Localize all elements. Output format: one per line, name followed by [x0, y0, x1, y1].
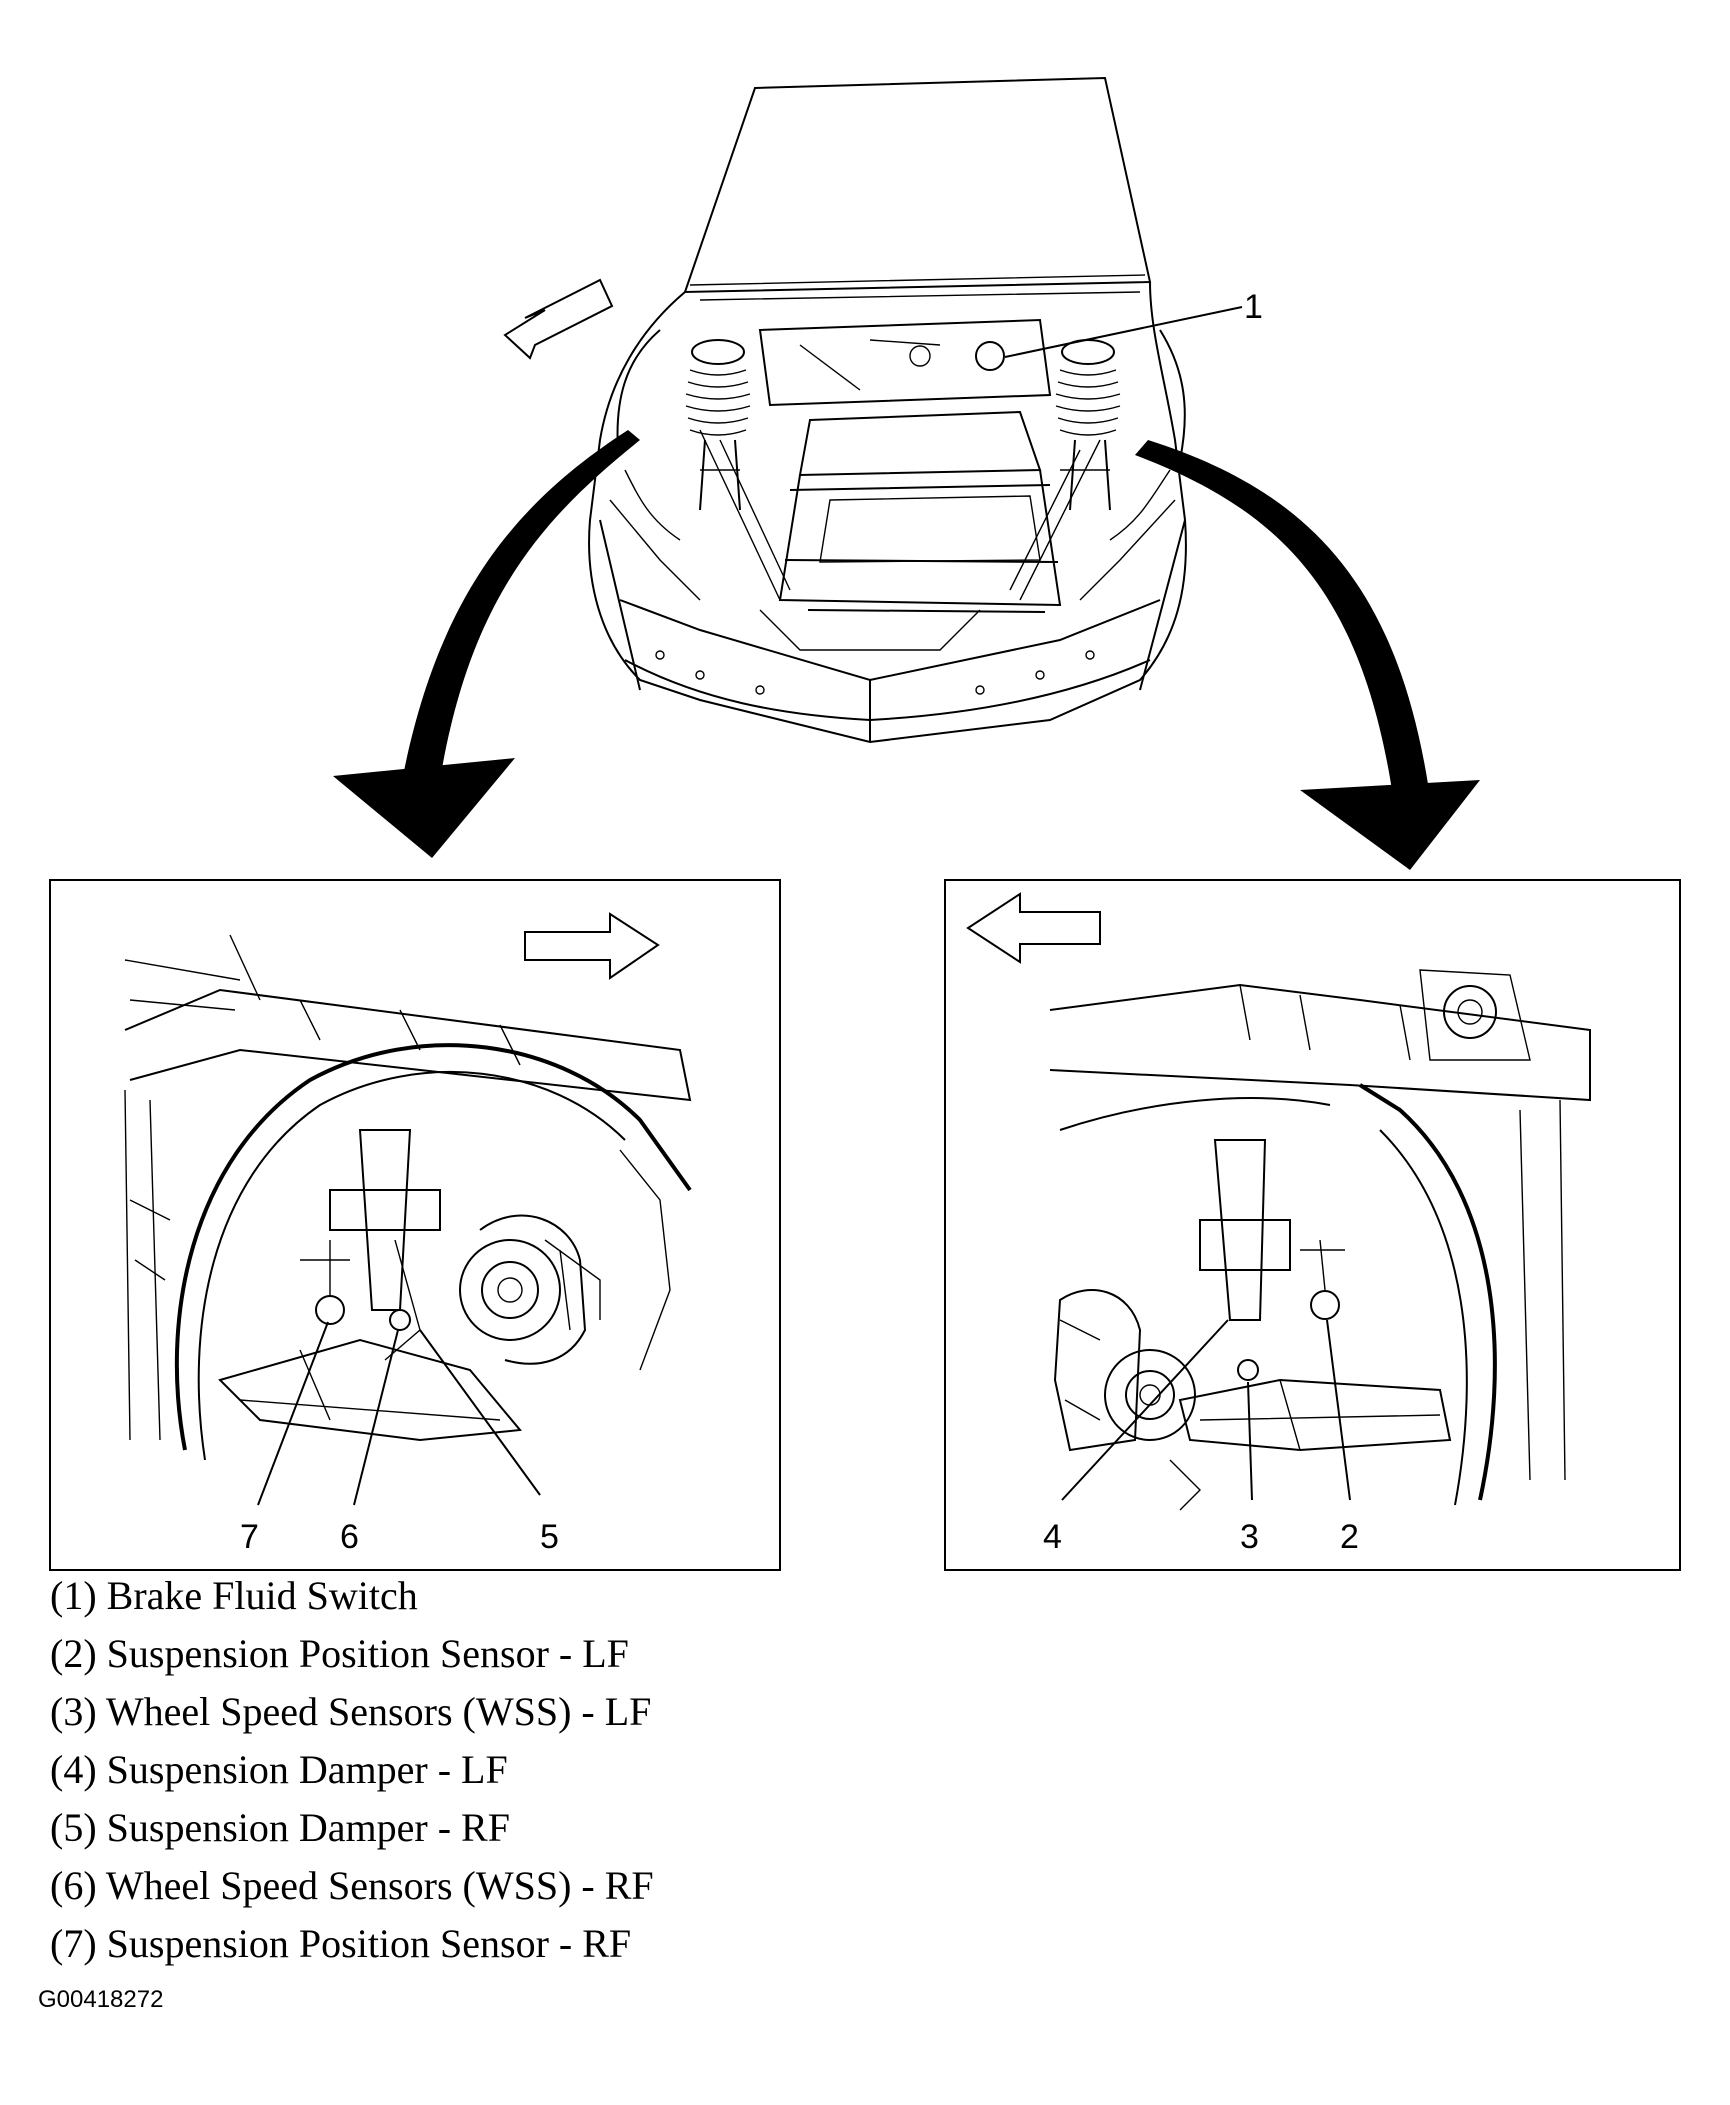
detail-panel-right-front: 7 6 5	[49, 879, 781, 1571]
detail-panel-left-front: 4 3 2	[944, 879, 1681, 1571]
callout-3: 3	[1240, 1518, 1259, 1556]
legend-item: (3) Wheel Speed Sensors (WSS) - LF	[50, 1683, 654, 1741]
legend-item: (7) Suspension Position Sensor - RF	[50, 1915, 654, 1973]
legend-text: Brake Fluid Switch	[106, 1573, 418, 1618]
legend-number: (5)	[50, 1805, 97, 1850]
suspension-position-sensor-rf	[315, 1295, 345, 1325]
legend-item: (5) Suspension Damper - RF	[50, 1799, 654, 1857]
figure-id: G00418272	[38, 1986, 164, 2013]
callout-5: 5	[540, 1518, 559, 1556]
callout-2: 2	[1340, 1518, 1359, 1556]
wss-rf	[389, 1309, 411, 1331]
legend-number: (3)	[50, 1689, 97, 1734]
legend-item: (4) Suspension Damper - LF	[50, 1741, 654, 1799]
legend-text: Suspension Damper - LF	[106, 1747, 508, 1792]
suspension-position-sensor-lf	[1310, 1290, 1340, 1320]
right-strut-spring	[1055, 339, 1121, 511]
legend-number: (1)	[50, 1573, 97, 1618]
panel-arrow-left	[966, 892, 1101, 964]
callout-6: 6	[340, 1518, 359, 1556]
component-legend: (1) Brake Fluid Switch (2) Suspension Po…	[50, 1567, 654, 1973]
vehicle-front-overview	[588, 76, 1187, 744]
legend-text: Wheel Speed Sensors (WSS) - RF	[105, 1863, 654, 1908]
forward-direction-arrow	[503, 278, 614, 360]
legend-number: (4)	[50, 1747, 97, 1792]
curved-arrow-right	[1135, 440, 1480, 870]
panel-arrow-right	[524, 912, 660, 980]
callout-7: 7	[240, 1518, 259, 1556]
legend-text: Suspension Damper - RF	[106, 1805, 510, 1850]
legend-text: Wheel Speed Sensors (WSS) - LF	[105, 1689, 652, 1734]
legend-text: Suspension Position Sensor - RF	[106, 1921, 632, 1966]
wss-lf	[1237, 1359, 1259, 1381]
legend-item: (2) Suspension Position Sensor - LF	[50, 1625, 654, 1683]
callout-1: 1	[1244, 288, 1263, 326]
legend-number: (6)	[50, 1863, 97, 1908]
legend-item: (6) Wheel Speed Sensors (WSS) - RF	[50, 1857, 654, 1915]
curved-arrow-left	[333, 430, 640, 858]
legend-number: (2)	[50, 1631, 97, 1676]
legend-number: (7)	[50, 1921, 97, 1966]
legend-text: Suspension Position Sensor - LF	[106, 1631, 629, 1676]
brake-fluid-reservoir	[975, 341, 1005, 371]
legend-item: (1) Brake Fluid Switch	[50, 1567, 654, 1625]
callout-4: 4	[1043, 1518, 1062, 1556]
left-strut-spring	[685, 339, 751, 511]
